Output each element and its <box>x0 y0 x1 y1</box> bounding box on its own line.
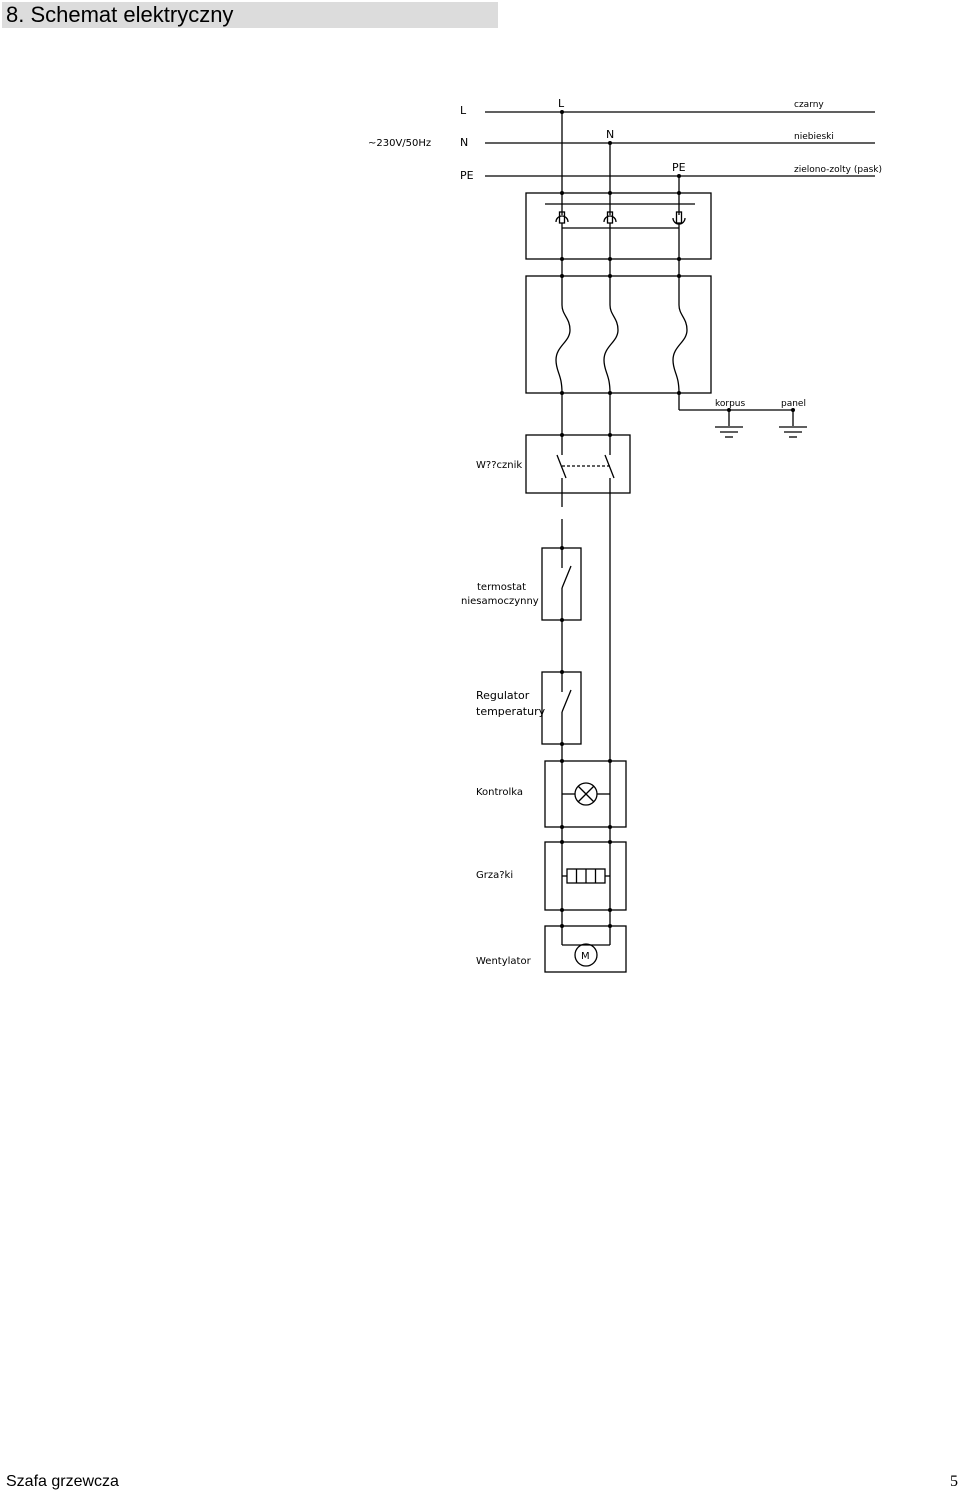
regulator-label-line1: Regulator <box>476 689 530 702</box>
thermostat-label-line1: termostat <box>477 582 526 593</box>
switch-label: W??cznik <box>476 460 522 471</box>
left-label-N: N <box>460 136 468 149</box>
cable-PE <box>672 276 688 394</box>
bus-label-N: N <box>606 128 614 141</box>
ground-panel-label: panel <box>781 399 806 409</box>
bus-label-PE: PE <box>672 161 686 174</box>
lamp-label: Kontrolka <box>476 787 523 798</box>
footer-product-name: Szafa grzewcza <box>6 1473 119 1490</box>
wire-color-PE: zielono-zolty (pask) <box>794 165 882 175</box>
cable-box <box>525 275 712 394</box>
header-bar: 8. Schemat elektryczny <box>2 2 498 28</box>
left-label-PE: PE <box>460 169 474 182</box>
cable-L <box>555 276 571 394</box>
footer-page-number: 5 <box>950 1473 958 1490</box>
page-title: 8. Schemat elektryczny <box>6 2 234 27</box>
regulator-label-line2: temperatury <box>476 705 546 718</box>
fan-label: Wentylator <box>476 956 532 967</box>
heaters-box <box>544 841 627 911</box>
left-label-L: L <box>460 104 467 117</box>
main-switch-box <box>525 434 631 494</box>
fan-box <box>544 925 627 973</box>
cable-N <box>603 276 619 394</box>
bus-label-L: L <box>558 97 565 110</box>
motor-symbol-label: M <box>581 951 590 962</box>
lamp-box <box>544 760 627 828</box>
wire-color-L: czarny <box>794 100 824 110</box>
thermostat-label-line2: niesamoczynny <box>461 596 539 607</box>
terminal-block <box>525 192 712 260</box>
ground-korpus-label: korpus <box>715 399 746 409</box>
wire-color-N: niebieski <box>794 132 834 142</box>
motor-symbol <box>574 943 598 967</box>
ground-panel <box>779 426 807 438</box>
ground-korpus <box>715 426 743 438</box>
lamp-symbol <box>574 782 598 806</box>
supply-voltage-label: ~230V/50Hz <box>368 138 431 149</box>
heaters-label: Grza?ki <box>476 870 513 881</box>
